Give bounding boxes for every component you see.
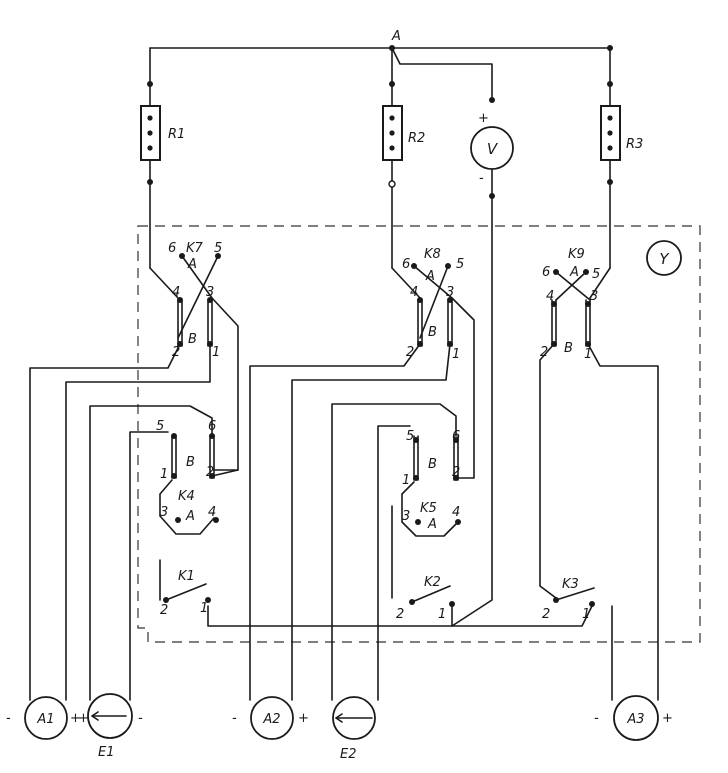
switch-k1: 2 1 K1: [160, 569, 211, 618]
switch-k3: 2 1 K3: [542, 577, 595, 622]
k5-pin4: 4: [452, 505, 460, 520]
k4-pin4: 4: [208, 505, 216, 520]
e1-label: E1: [98, 745, 115, 760]
k7-pin4: 4: [172, 285, 180, 300]
r1-label: R1: [168, 127, 185, 142]
source-e2: E2: [332, 696, 376, 762]
resistor-r1: R1: [140, 47, 185, 269]
k9-pin6: 6: [542, 265, 550, 280]
k7-coil-b: B: [188, 332, 197, 347]
k2-pin2: 2: [396, 607, 404, 622]
a2-label: A2: [262, 712, 280, 727]
wiring: [29, 343, 659, 701]
relay-k8: 6 5 4 3 2 1 K8 A B: [391, 247, 475, 479]
k9-pin3: 3: [590, 289, 598, 304]
voltmeter-minus: -: [479, 171, 484, 186]
ammeter-a2: A2 - +: [232, 696, 309, 740]
k4-label: K4: [178, 489, 195, 504]
k4-coil-a: A: [185, 509, 195, 524]
control-block-label: Y: [659, 250, 670, 268]
control-block-y: Y: [646, 240, 682, 276]
k9-pin1: 1: [584, 347, 592, 362]
control-block-frame: [137, 225, 701, 643]
k7-pin6: 6: [168, 241, 176, 256]
a1-plus: +: [70, 711, 81, 726]
voltmeter-plus: +: [478, 111, 489, 126]
k5-pin3: 3: [402, 509, 410, 524]
k7-label: K7: [186, 241, 204, 256]
k5-pin5: 5: [406, 429, 414, 444]
k4-pin3: 3: [160, 505, 168, 520]
k4-pin2: 2: [206, 465, 214, 480]
r2-label: R2: [408, 131, 425, 146]
ammeter-a3: A3 - +: [594, 695, 673, 741]
k8-coil-b: B: [428, 325, 437, 340]
e1-plus: +: [78, 711, 89, 726]
voltmeter-label: V: [487, 140, 499, 158]
resistor-r3: R3: [600, 47, 643, 269]
switch-k2: 2 1 K2: [396, 575, 455, 622]
k5-pin6: 6: [452, 429, 460, 444]
k8-pin3: 3: [446, 285, 454, 300]
k9-coil-a: A: [569, 265, 579, 280]
k4-coil-b: B: [186, 455, 195, 470]
e1-minus: -: [138, 711, 143, 726]
k3-pin1: 1: [582, 607, 590, 622]
k4-pin5: 5: [156, 419, 164, 434]
k9-pin4: 4: [546, 289, 554, 304]
a3-label: A3: [626, 712, 644, 727]
relay-k5: 5 6 1 2 3 4 K5 B A: [331, 403, 461, 701]
k8-pin5: 5: [456, 257, 464, 272]
k8-pin4: 4: [410, 285, 418, 300]
k8-coil-a: A: [425, 269, 435, 284]
k7-coil-a: A: [187, 257, 197, 272]
k8-pin1: 1: [452, 347, 460, 362]
top-bus: A: [149, 29, 613, 101]
resistor-r2: R2: [382, 47, 425, 269]
k8-label: K8: [424, 247, 441, 262]
ammeter-a1: A1 - +: [6, 696, 81, 740]
k1-pin1: 1: [200, 601, 208, 616]
a1-minus: -: [6, 711, 11, 726]
a1-label: A1: [36, 712, 54, 727]
a2-plus: +: [298, 711, 309, 726]
k5-label: K5: [420, 501, 437, 516]
source-e1: + - E1: [78, 693, 143, 760]
k1-pin2: 2: [160, 603, 168, 618]
k2-pin1: 1: [438, 607, 446, 622]
k9-coil-b: B: [564, 341, 573, 356]
node-a-label: A: [391, 29, 401, 44]
k3-label: K3: [562, 577, 579, 592]
k4-pin6: 6: [208, 419, 216, 434]
k3-pin2: 2: [542, 607, 550, 622]
relay-k7: 6 5 4 3 2 1 K7 A B: [149, 241, 239, 471]
a3-plus: +: [662, 711, 673, 726]
relay-k4: 5 6 1 2 3 4 K4 B A: [89, 405, 219, 701]
a2-minus: -: [232, 711, 237, 726]
k7-pin3: 3: [206, 285, 214, 300]
k5-pin1: 1: [402, 473, 410, 488]
e2-label: E2: [340, 747, 357, 762]
k5-pin2: 2: [452, 465, 460, 480]
k5-coil-b: B: [428, 457, 437, 472]
a3-minus: -: [594, 711, 599, 726]
voltmeter: V + -: [451, 97, 514, 627]
r3-label: R3: [626, 137, 643, 152]
k9-pin2: 2: [540, 345, 548, 360]
k9-label: K9: [568, 247, 585, 262]
relay-k9: 6 5 4 3 2 1 K9 A B: [540, 247, 611, 362]
k5-coil-a: A: [427, 517, 437, 532]
k8-pin6: 6: [402, 257, 410, 272]
k9-pin5: 5: [592, 267, 600, 282]
k7-pin5: 5: [214, 241, 222, 256]
k1-label: K1: [178, 569, 195, 584]
k4-pin1: 1: [160, 467, 168, 482]
k7-pin1: 1: [212, 345, 220, 360]
k8-pin2: 2: [406, 345, 414, 360]
k2-label: K2: [424, 575, 441, 590]
